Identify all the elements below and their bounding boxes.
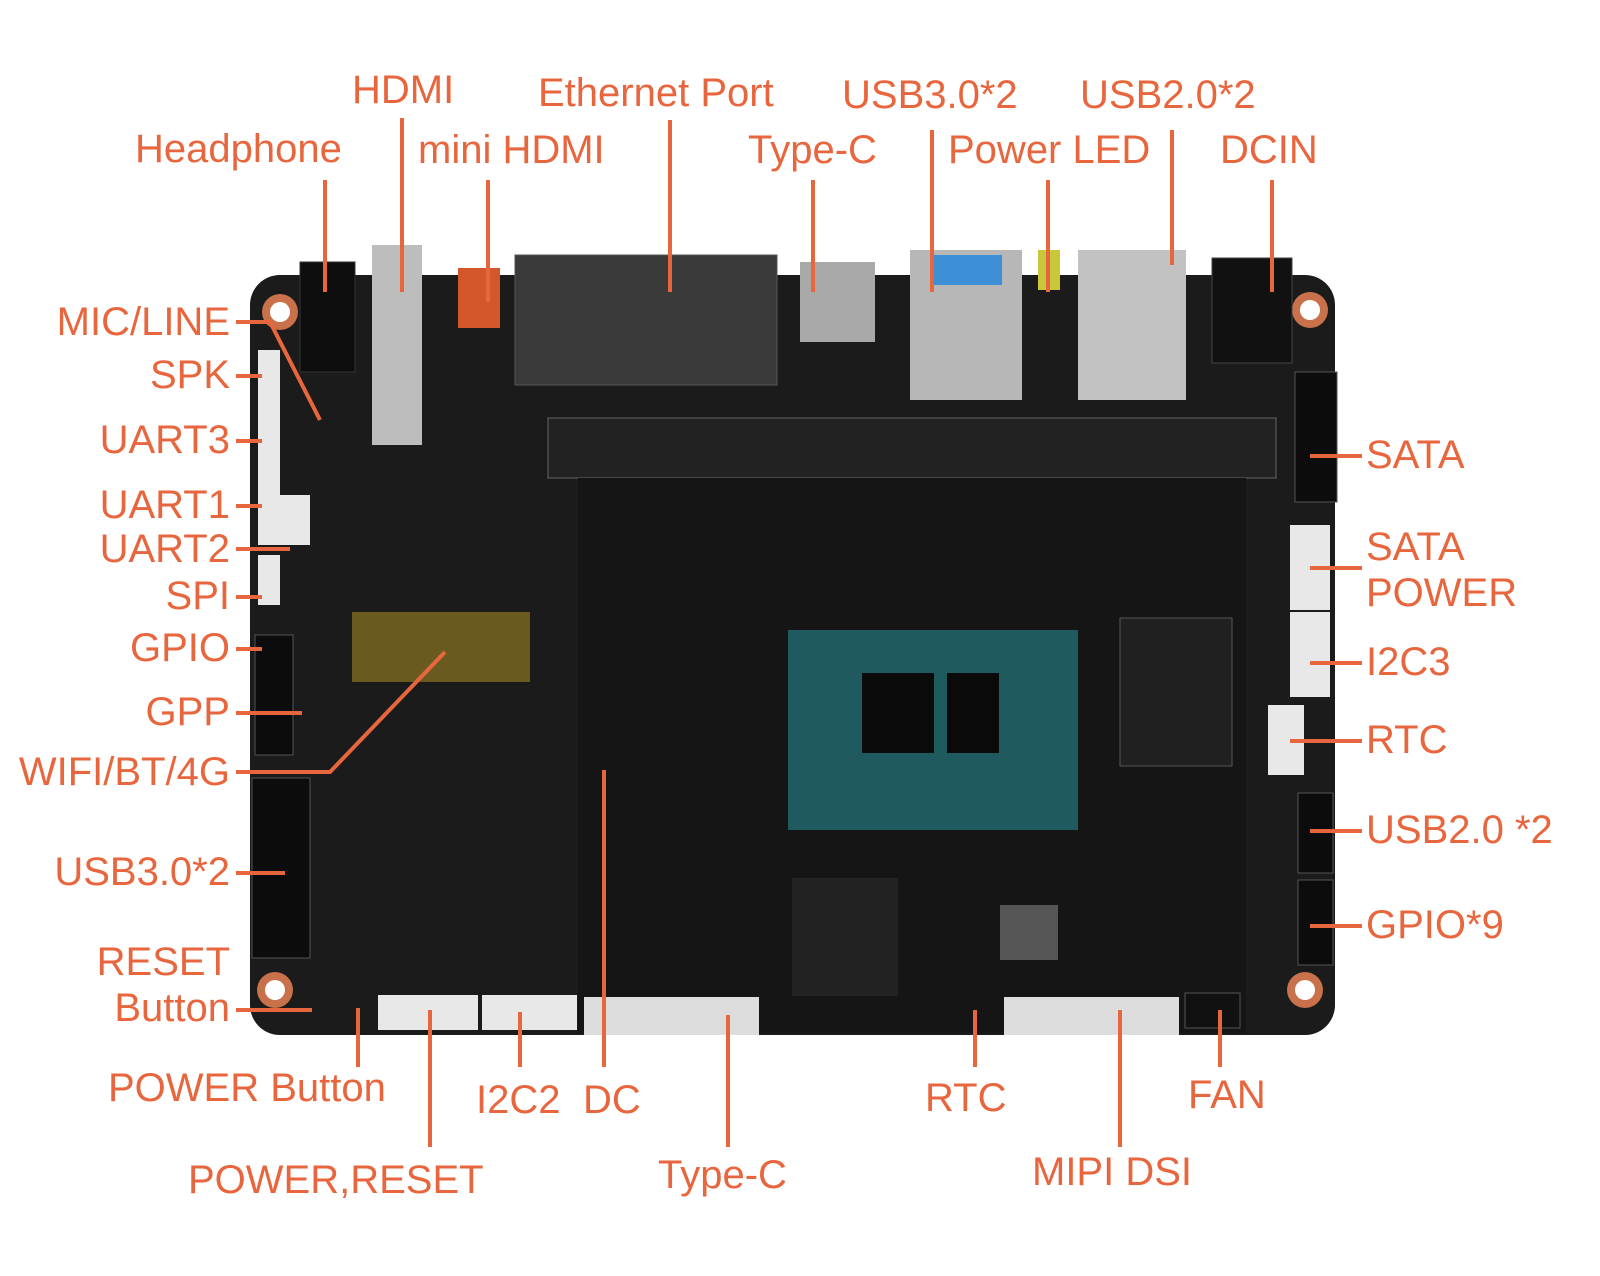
label-usb2-right: USB2.0 *2 xyxy=(1366,808,1553,852)
label-rtc-right: RTC xyxy=(1366,718,1448,762)
usb2-port xyxy=(1078,250,1186,400)
m2-slot xyxy=(352,612,530,682)
label-power-led: Power LED xyxy=(948,128,1151,172)
label-uart2: UART2 xyxy=(99,527,230,571)
label-uart3: UART3 xyxy=(99,418,230,462)
label-rtc-bottom: RTC xyxy=(925,1076,1007,1120)
leader-lines xyxy=(236,118,1362,1147)
so-dimm-slot xyxy=(547,417,1277,479)
label-spi: SPI xyxy=(165,574,230,618)
gpio-header xyxy=(254,634,294,756)
label-power-reset: POWER,RESET xyxy=(188,1158,484,1202)
label-usb2-top: USB2.0*2 xyxy=(1080,73,1256,117)
label-headphone: Headphone xyxy=(135,127,342,171)
label-i2c2: I2C2 xyxy=(476,1078,561,1122)
label-i2c3: I2C3 xyxy=(1366,640,1451,684)
ethernet-port xyxy=(514,254,778,386)
label-reset-button: Button xyxy=(114,986,230,1030)
dcin-jack xyxy=(1211,257,1293,364)
label-gpio9: GPIO*9 xyxy=(1366,903,1504,947)
label-mini-hdmi: mini HDMI xyxy=(418,128,605,172)
label-type-c-top: Type-C xyxy=(748,128,877,172)
label-wifi-bt-4g: WIFI/BT/4G xyxy=(18,750,230,794)
label-usb3-top: USB3.0*2 xyxy=(842,73,1018,117)
mini-hdmi-port xyxy=(458,268,500,328)
label-usb3-left: USB3.0*2 xyxy=(54,850,230,894)
headphone-jack xyxy=(299,261,356,373)
sata-connector xyxy=(1294,371,1338,503)
label-power-button: POWER Button xyxy=(108,1066,386,1110)
hdmi-port xyxy=(372,245,422,445)
label-mic-line: MIC/LINE xyxy=(56,300,230,344)
label-uart1: UART1 xyxy=(99,483,230,527)
usb3-header xyxy=(251,777,311,959)
label-sata-power-1: SATA xyxy=(1366,525,1465,569)
label-sata-power-2: POWER xyxy=(1366,571,1518,615)
label-mipi-dsi: MIPI DSI xyxy=(1032,1150,1193,1194)
label-type-c-bottom: Type-C xyxy=(658,1153,787,1197)
inductor xyxy=(1000,905,1058,960)
label-sata: SATA xyxy=(1366,433,1465,477)
label-spk: SPK xyxy=(149,353,230,397)
label-gpp: GPP xyxy=(145,690,230,734)
emmc-chip xyxy=(792,878,898,996)
label-dcin: DCIN xyxy=(1220,128,1318,172)
label-dc: DC xyxy=(583,1078,641,1122)
label-hdmi: HDMI xyxy=(352,68,455,112)
label-reset: RESET xyxy=(96,940,230,984)
memory-chip xyxy=(1119,617,1233,767)
label-ethernet-port: Ethernet Port xyxy=(538,71,774,115)
label-gpio: GPIO xyxy=(129,626,230,670)
label-fan: FAN xyxy=(1188,1073,1266,1117)
